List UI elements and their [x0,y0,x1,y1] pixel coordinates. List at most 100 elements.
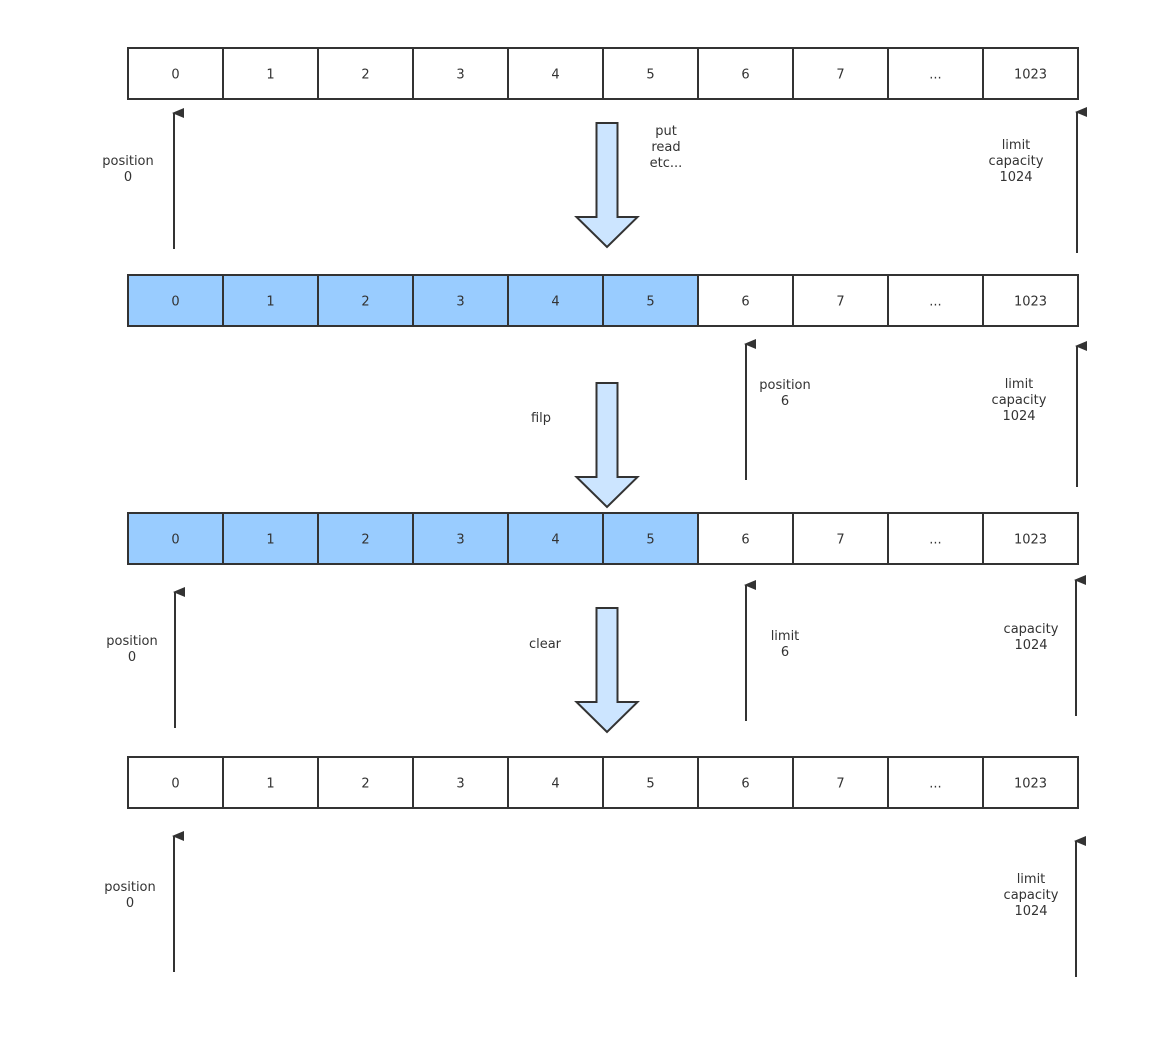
buffer-cell [222,47,319,100]
buffer-cell [602,274,699,327]
buffer-cell [412,274,509,327]
buffer-cell [507,512,604,565]
pointer-label: 1024 [999,170,1032,185]
buffer-cell [222,756,319,809]
pointer-label: position [759,378,811,393]
cell-index-label: 2 [361,533,369,548]
cell-index-label: 1023 [1014,68,1047,83]
pointer-label: 6 [781,645,789,660]
pointer-label: position [104,880,156,895]
pointer-label: limit [1017,872,1046,887]
buffer-cell [602,47,699,100]
pointer-label: limit [771,629,800,644]
buffer-cell [792,274,889,327]
buffer-cell [127,512,224,565]
cell-index-label: 5 [646,777,654,792]
buffer-cell [982,512,1079,565]
transition-clear: clear [529,607,640,734]
buffer-cell [127,274,224,327]
pointer-label: 1024 [1014,638,1047,653]
cell-index-label: 3 [456,295,464,310]
transition-arrow-icon [574,122,640,249]
buffer-cell [507,47,604,100]
transition-flip: filp [531,382,640,509]
pointer-label: position [102,154,154,169]
buffer-cell [602,512,699,565]
cell-index-label: 1023 [1014,533,1047,548]
buffer-cell [982,47,1079,100]
cell-index-label: 0 [171,68,179,83]
cell-index-label: 1023 [1014,295,1047,310]
buffer-cell [697,756,794,809]
transition-arrow-icon [574,607,640,734]
buffer-cell [887,274,984,327]
pointer-label: 0 [124,170,132,185]
transition-label: filp [531,411,551,426]
buffer-cell [982,756,1079,809]
pointer-label: limit [1002,138,1031,153]
cell-index-label: 4 [551,777,559,792]
transition-label: etc... [650,156,683,171]
transition-label: read [651,140,680,155]
pointer-label: 6 [781,394,789,409]
cell-index-label: 0 [171,777,179,792]
buffer-cell [222,512,319,565]
cell-index-label: 3 [456,533,464,548]
cell-index-label: ... [929,533,941,548]
pointer-label: 1024 [1014,904,1047,919]
cell-index-label: 6 [741,777,749,792]
cell-index-label: 2 [361,295,369,310]
cell-index-label: 4 [551,295,559,310]
buffer-cell [412,512,509,565]
transition-arrow-icon [574,382,640,509]
cell-index-label: 7 [836,68,844,83]
buffer-cell [412,756,509,809]
buffer-cell [317,512,414,565]
buffer-cell [602,756,699,809]
cell-index-label: 1023 [1014,777,1047,792]
buffer-cell [887,512,984,565]
cell-index-label: 4 [551,533,559,548]
cell-index-label: 7 [836,777,844,792]
pointers: position0limitcapacity1024position6limit… [102,107,1087,977]
cell-index-label: 6 [741,295,749,310]
cell-index-label: 0 [171,533,179,548]
cell-index-label: 7 [836,295,844,310]
cell-index-label: 4 [551,68,559,83]
cell-index-label: 1 [266,533,274,548]
cell-index-label: ... [929,295,941,310]
cell-index-label: 7 [836,533,844,548]
buffer-cell [792,47,889,100]
buffer-cell [127,47,224,100]
cell-index-label: 2 [361,777,369,792]
transition-put: putreadetc... [574,122,683,249]
buffer-cell [697,274,794,327]
cell-index-label: 1 [266,777,274,792]
pointer-label: 0 [128,650,136,665]
pointer-label: 0 [126,896,134,911]
transition-label: put [655,124,677,139]
cell-index-label: ... [929,68,941,83]
cell-index-label: 6 [741,533,749,548]
pointer-label: capacity [992,393,1047,408]
cell-index-label: 5 [646,533,654,548]
buffer-cell [697,47,794,100]
buffer-cell [507,756,604,809]
buffer-cell [507,274,604,327]
cell-index-label: 5 [646,68,654,83]
buffer-cell [887,756,984,809]
buffer-cell [982,274,1079,327]
buffer-cell [317,274,414,327]
cell-index-label: 1 [266,68,274,83]
cell-index-label: 6 [741,68,749,83]
